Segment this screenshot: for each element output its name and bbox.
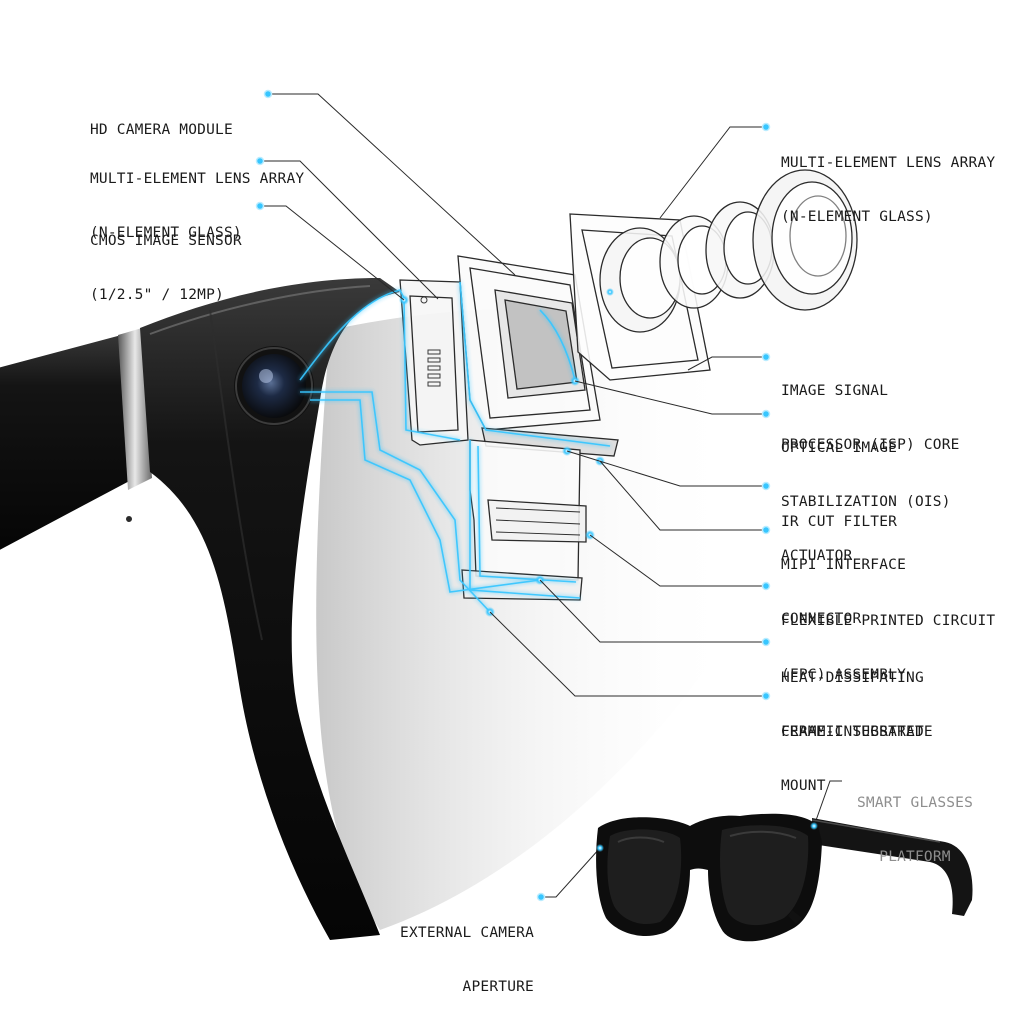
label-smart-glasses-platform: SMART GLASSES PLATFORM	[856, 795, 974, 865]
exploded-module	[399, 169, 858, 601]
label-lens-array-left: MULTI-ELEMENT LENS ARRAY (N-ELEMENT GLAS…	[90, 171, 305, 241]
label-ois-actuator: OPTICAL IMAGE STABILIZATION (OIS) ACTUAT…	[781, 440, 951, 564]
label-ceramic-substrate: HEAT-DISSIPATING CERAMIC SUBSTRATE	[781, 670, 933, 740]
glow-traces	[299, 281, 611, 613]
smart-glasses-product	[596, 813, 973, 942]
leader-lines	[260, 93, 842, 898]
glasses-frame-closeup	[0, 278, 740, 940]
label-external-camera-aperture: EXTERNAL CAMERA APERTURE	[400, 925, 534, 995]
label-frame-mount: FRAME-INTEGRATED MOUNT	[781, 724, 924, 794]
label-fpc-assembly: FLEXIBLE PRINTED CIRCUIT (FPC) ASSEMBLY	[781, 613, 996, 683]
label-mipi-connector: MIPI INTERFACE CONNECTOR	[781, 557, 907, 627]
leader-dots	[255, 89, 771, 902]
label-isp-core: IMAGE SIGNAL PROCESSOR (ISP) CORE	[781, 383, 960, 453]
label-lens-array-right: MULTI-ELEMENT LENS ARRAY (N-ELEMENT GLAS…	[781, 155, 996, 225]
label-cmos-image-sensor: CMOS IMAGE SENSOR (1/2.5" / 12MP)	[90, 233, 242, 303]
label-ir-cut-filter: IR CUT FILTER	[781, 514, 898, 530]
label-hd-camera-module: HD CAMERA MODULE	[90, 122, 233, 138]
